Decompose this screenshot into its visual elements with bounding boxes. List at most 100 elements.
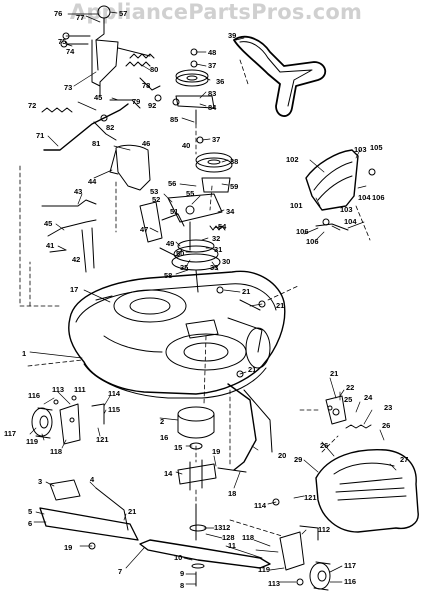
discharge-chute[interactable] — [305, 149, 359, 231]
callout-33: 33 — [210, 263, 218, 272]
leader-lines — [29, 11, 397, 585]
callout-9: 9 — [180, 569, 184, 578]
callout-74: 74 — [66, 47, 75, 56]
support-arms-18-20[interactable] — [217, 383, 273, 473]
callout-35: 35 — [180, 263, 188, 272]
callout-27: 27 — [400, 455, 408, 464]
spring-80[interactable] — [125, 53, 155, 67]
idler-pulley-38[interactable] — [195, 136, 233, 193]
spring-23[interactable] — [345, 424, 372, 429]
callout-52: 52 — [152, 195, 160, 204]
callout-73: 73 — [64, 83, 72, 92]
mower-blade[interactable] — [139, 503, 271, 587]
callout-54: 54 — [218, 222, 227, 231]
callout-75: 75 — [58, 37, 66, 46]
callout-20: 20 — [278, 451, 286, 460]
spindle-pulley-14[interactable] — [177, 459, 217, 491]
callout-106a: 106 — [372, 193, 385, 202]
callout-117a: 117 — [4, 429, 16, 438]
callout-83: 83 — [208, 89, 216, 98]
callout-78: 78 — [142, 81, 150, 90]
stabilizer-bracket[interactable] — [39, 479, 139, 541]
callout-111: 111 — [74, 385, 86, 394]
callout-56: 56 — [168, 179, 176, 188]
callout-25: 25 — [344, 395, 352, 404]
v-belt[interactable] — [233, 35, 327, 117]
callout-19b: 19 — [64, 543, 72, 552]
callout-92: 92 — [148, 101, 156, 110]
callout-48: 48 — [208, 48, 216, 57]
idler-arm-34[interactable] — [167, 193, 223, 251]
spindle-housing[interactable] — [177, 406, 215, 450]
callout-116b: 116 — [344, 577, 356, 586]
callout-57: 57 — [119, 9, 127, 18]
callout-1: 1 — [22, 349, 26, 358]
lift-lever-assembly[interactable] — [60, 5, 151, 97]
callout-121a: 121 — [96, 435, 109, 444]
callout-119a: 119 — [26, 437, 38, 446]
bracket-51-53[interactable] — [139, 201, 185, 257]
callout-16: 16 — [160, 433, 168, 442]
callout-31: 31 — [214, 245, 222, 254]
callout-82: 82 — [106, 123, 114, 132]
callout-114b: 114 — [254, 501, 267, 510]
rod-71[interactable] — [43, 103, 129, 151]
callout-71: 71 — [36, 131, 44, 140]
callout-81: 81 — [92, 139, 100, 148]
callout-59: 59 — [230, 182, 238, 191]
callout-labels: 76 77 57 75 74 73 80 78 79 92 72 45 82 8… — [4, 9, 408, 590]
callout-112: 112 — [318, 525, 330, 534]
callout-45a: 45 — [94, 93, 102, 102]
callout-105: 105 — [370, 143, 383, 152]
bracket-44-46[interactable] — [109, 144, 151, 191]
callout-58: 58 — [164, 271, 172, 280]
deck-baffle-27[interactable] — [315, 449, 419, 533]
callout-116a: 116 — [28, 391, 40, 400]
callout-32: 32 — [212, 234, 220, 243]
callout-51: 51 — [170, 207, 178, 216]
callout-34: 34 — [226, 207, 235, 216]
callout-14: 14 — [164, 469, 173, 478]
callout-17: 17 — [70, 285, 78, 294]
callout-43: 43 — [74, 187, 82, 196]
callout-104a: 104 — [358, 193, 371, 202]
spring-72[interactable] — [41, 107, 73, 113]
gauge-wheel-left[interactable] — [31, 407, 53, 439]
callout-21e: 21 — [128, 507, 136, 516]
hardware-bolts — [53, 168, 376, 586]
links-78-79[interactable] — [139, 77, 180, 106]
callout-42: 42 — [72, 255, 80, 264]
spring-54[interactable] — [209, 225, 226, 231]
callout-29: 29 — [294, 455, 302, 464]
callout-13: 13 — [214, 523, 222, 532]
callout-40: 40 — [182, 141, 190, 150]
callout-53: 53 — [150, 187, 158, 196]
callout-101: 101 — [290, 201, 303, 210]
callout-55: 55 — [186, 189, 194, 198]
callout-37b: 37 — [212, 135, 220, 144]
bracket-22[interactable] — [325, 395, 347, 425]
callout-76: 76 — [54, 9, 62, 18]
callout-37a: 37 — [208, 61, 216, 70]
pulley-31-33[interactable] — [171, 239, 221, 293]
callout-45b: 45 — [44, 219, 52, 228]
callout-50: 50 — [176, 249, 184, 258]
callout-11: 11 — [228, 541, 236, 550]
wheel-bracket-right[interactable] — [279, 525, 319, 571]
callout-10: 10 — [174, 553, 182, 562]
callout-103a: 103 — [354, 145, 367, 154]
callout-21b: 21 — [276, 301, 284, 310]
callout-12: 12 — [222, 523, 230, 532]
callout-118a: 118 — [50, 447, 62, 456]
wheel-bracket-left[interactable] — [59, 403, 105, 445]
callout-41: 41 — [46, 241, 54, 250]
callout-23: 23 — [384, 403, 392, 412]
callout-119b: 119 — [258, 565, 270, 574]
gauge-wheel-right[interactable] — [309, 561, 331, 591]
callout-6: 6 — [28, 519, 32, 528]
mower-deck[interactable] — [68, 270, 286, 399]
callout-26a: 26 — [382, 421, 390, 430]
callout-121b: 121 — [304, 493, 317, 502]
rods-43-45[interactable] — [41, 199, 97, 273]
callout-30: 30 — [222, 257, 230, 266]
